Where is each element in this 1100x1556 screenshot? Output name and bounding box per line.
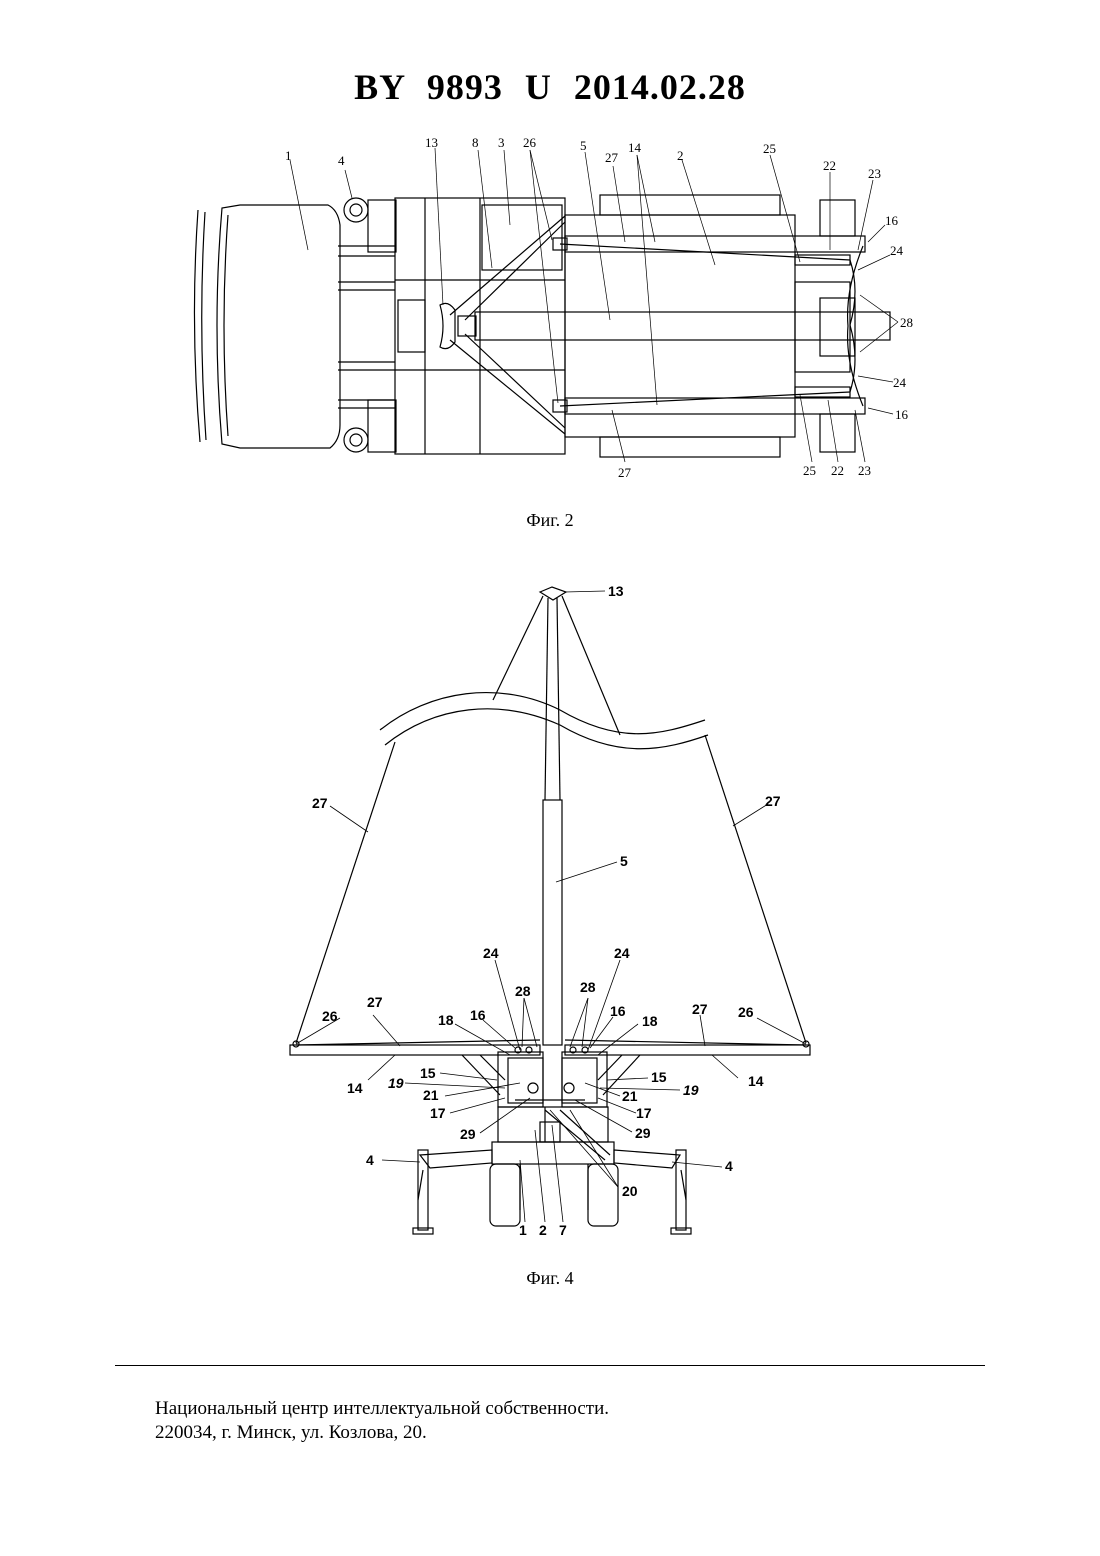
fig2-label-14: 14	[628, 140, 642, 155]
footer-divider	[115, 1365, 985, 1366]
fig2-label-22-bottom: 22	[831, 463, 844, 478]
fig4-label-24-right: 24	[614, 945, 630, 961]
fig4-label-29-right: 29	[635, 1125, 651, 1141]
fig2-label-23-bottom: 23	[858, 463, 871, 478]
fig4-label-17-left: 17	[430, 1105, 446, 1121]
fig2-mast	[475, 312, 890, 340]
fig2-outrigger-bottom	[344, 428, 368, 452]
fig4-label-20: 20	[622, 1183, 638, 1199]
fig2-label-24-bottom: 24	[893, 375, 907, 390]
fig2-label-1: 1	[285, 148, 292, 163]
fig4-label-16-left: 16	[470, 1007, 486, 1023]
fig4-label-21-right: 21	[622, 1088, 638, 1104]
figure-4-caption: Фиг. 4	[0, 1268, 1100, 1289]
fig4-label-18-right: 18	[642, 1013, 658, 1029]
fig4-label-5: 5	[620, 853, 628, 869]
fig4-label-27-arm-left: 27	[367, 994, 383, 1010]
fig4-label-27-arm-right: 27	[692, 1001, 708, 1017]
page-header-title: BY 9893 U 2014.02.28	[0, 66, 1100, 108]
fig4-label-7: 7	[559, 1222, 567, 1238]
figure-2-top-view-drawing: 1 4 13 8 3 26 5 27 14 2 25 22 23 16 24 2…	[0, 125, 1100, 495]
fig4-wheel-left	[490, 1164, 520, 1226]
fig4-arm-14-left	[290, 1045, 540, 1055]
fig4-label-1: 1	[519, 1222, 527, 1238]
fig4-label-16-right: 16	[610, 1003, 626, 1019]
fig2-arm-top	[565, 236, 865, 252]
fig2-label-27-bottom: 27	[618, 465, 632, 480]
fig2-label-16-bottom: 16	[895, 407, 909, 422]
fig2-label-5: 5	[580, 138, 587, 153]
fig4-label-28-left: 28	[515, 983, 531, 999]
fig2-arm-bottom	[565, 398, 865, 414]
fig2-label-24-top: 24	[890, 243, 904, 258]
fig2-label-27-top: 27	[605, 150, 619, 165]
fig4-arm-14-right	[565, 1045, 810, 1055]
fig4-outrigger-left	[420, 1150, 492, 1168]
fig4-wheel-right	[588, 1164, 618, 1226]
fig4-wave-upper	[380, 693, 705, 734]
fig4-label-14-left: 14	[347, 1080, 363, 1096]
fig2-cable	[450, 216, 565, 315]
fig4-label-15-right: 15	[651, 1069, 667, 1085]
fig4-label-19-left: 19	[388, 1075, 404, 1091]
fig4-label-13: 13	[608, 583, 624, 599]
fig2-label-3: 3	[498, 135, 505, 150]
fig2-label-4: 4	[338, 153, 345, 168]
fig4-label-26-left: 26	[322, 1008, 338, 1024]
fig2-outrigger-top	[344, 198, 368, 222]
fig4-label-26-right: 26	[738, 1004, 754, 1020]
fig2-label-26: 26	[523, 135, 537, 150]
fig4-outrigger-right	[614, 1150, 680, 1168]
fig2-bumper	[194, 210, 200, 442]
fig4-mast-5	[543, 800, 562, 1045]
fig4-label-28-right: 28	[580, 979, 596, 995]
figure-4-rear-view-drawing: 13 27 27 5 24 24 28 28 26 27 18 16 16 18…	[0, 570, 1100, 1260]
fig4-label-18-left: 18	[438, 1012, 454, 1028]
footer-organization: Национальный центр интеллектуальной собс…	[155, 1397, 609, 1421]
fig4-head-13	[540, 587, 566, 600]
fig2-label-25-top: 25	[763, 141, 776, 156]
fig2-label-23-top: 23	[868, 166, 881, 181]
fig4-label-29-left: 29	[460, 1126, 476, 1142]
fig4-label-2: 2	[539, 1222, 547, 1238]
figure-2-caption: Фиг. 2	[0, 510, 1100, 531]
fig2-label-8: 8	[472, 135, 479, 150]
fig4-label-14-right: 14	[748, 1073, 764, 1089]
fig4-label-17-right: 17	[636, 1105, 652, 1121]
fig2-label-22-top: 22	[823, 158, 836, 173]
fig4-label-27-left: 27	[312, 795, 328, 811]
fig4-label-21-left: 21	[423, 1087, 439, 1103]
footer-address: 220034, г. Минск, ул. Козлова, 20.	[155, 1421, 609, 1445]
fig4-label-4-right: 4	[725, 1158, 733, 1174]
fig2-label-2: 2	[677, 148, 684, 163]
fig2-label-13: 13	[425, 135, 438, 150]
fig2-cab	[217, 205, 340, 448]
fig4-label-27-right: 27	[765, 793, 781, 809]
fig2-label-16-top: 16	[885, 213, 899, 228]
fig4-label-4-left: 4	[366, 1152, 374, 1168]
fig2-label-28: 28	[900, 315, 913, 330]
fig4-label-15-left: 15	[420, 1065, 436, 1081]
fig4-cable-27-right	[705, 735, 806, 1043]
fig4-label-19-right: 19	[683, 1082, 699, 1098]
fig2-label-25-bottom: 25	[803, 463, 816, 478]
fig4-label-24-left: 24	[483, 945, 499, 961]
footer: Национальный центр интеллектуальной собс…	[155, 1397, 609, 1445]
